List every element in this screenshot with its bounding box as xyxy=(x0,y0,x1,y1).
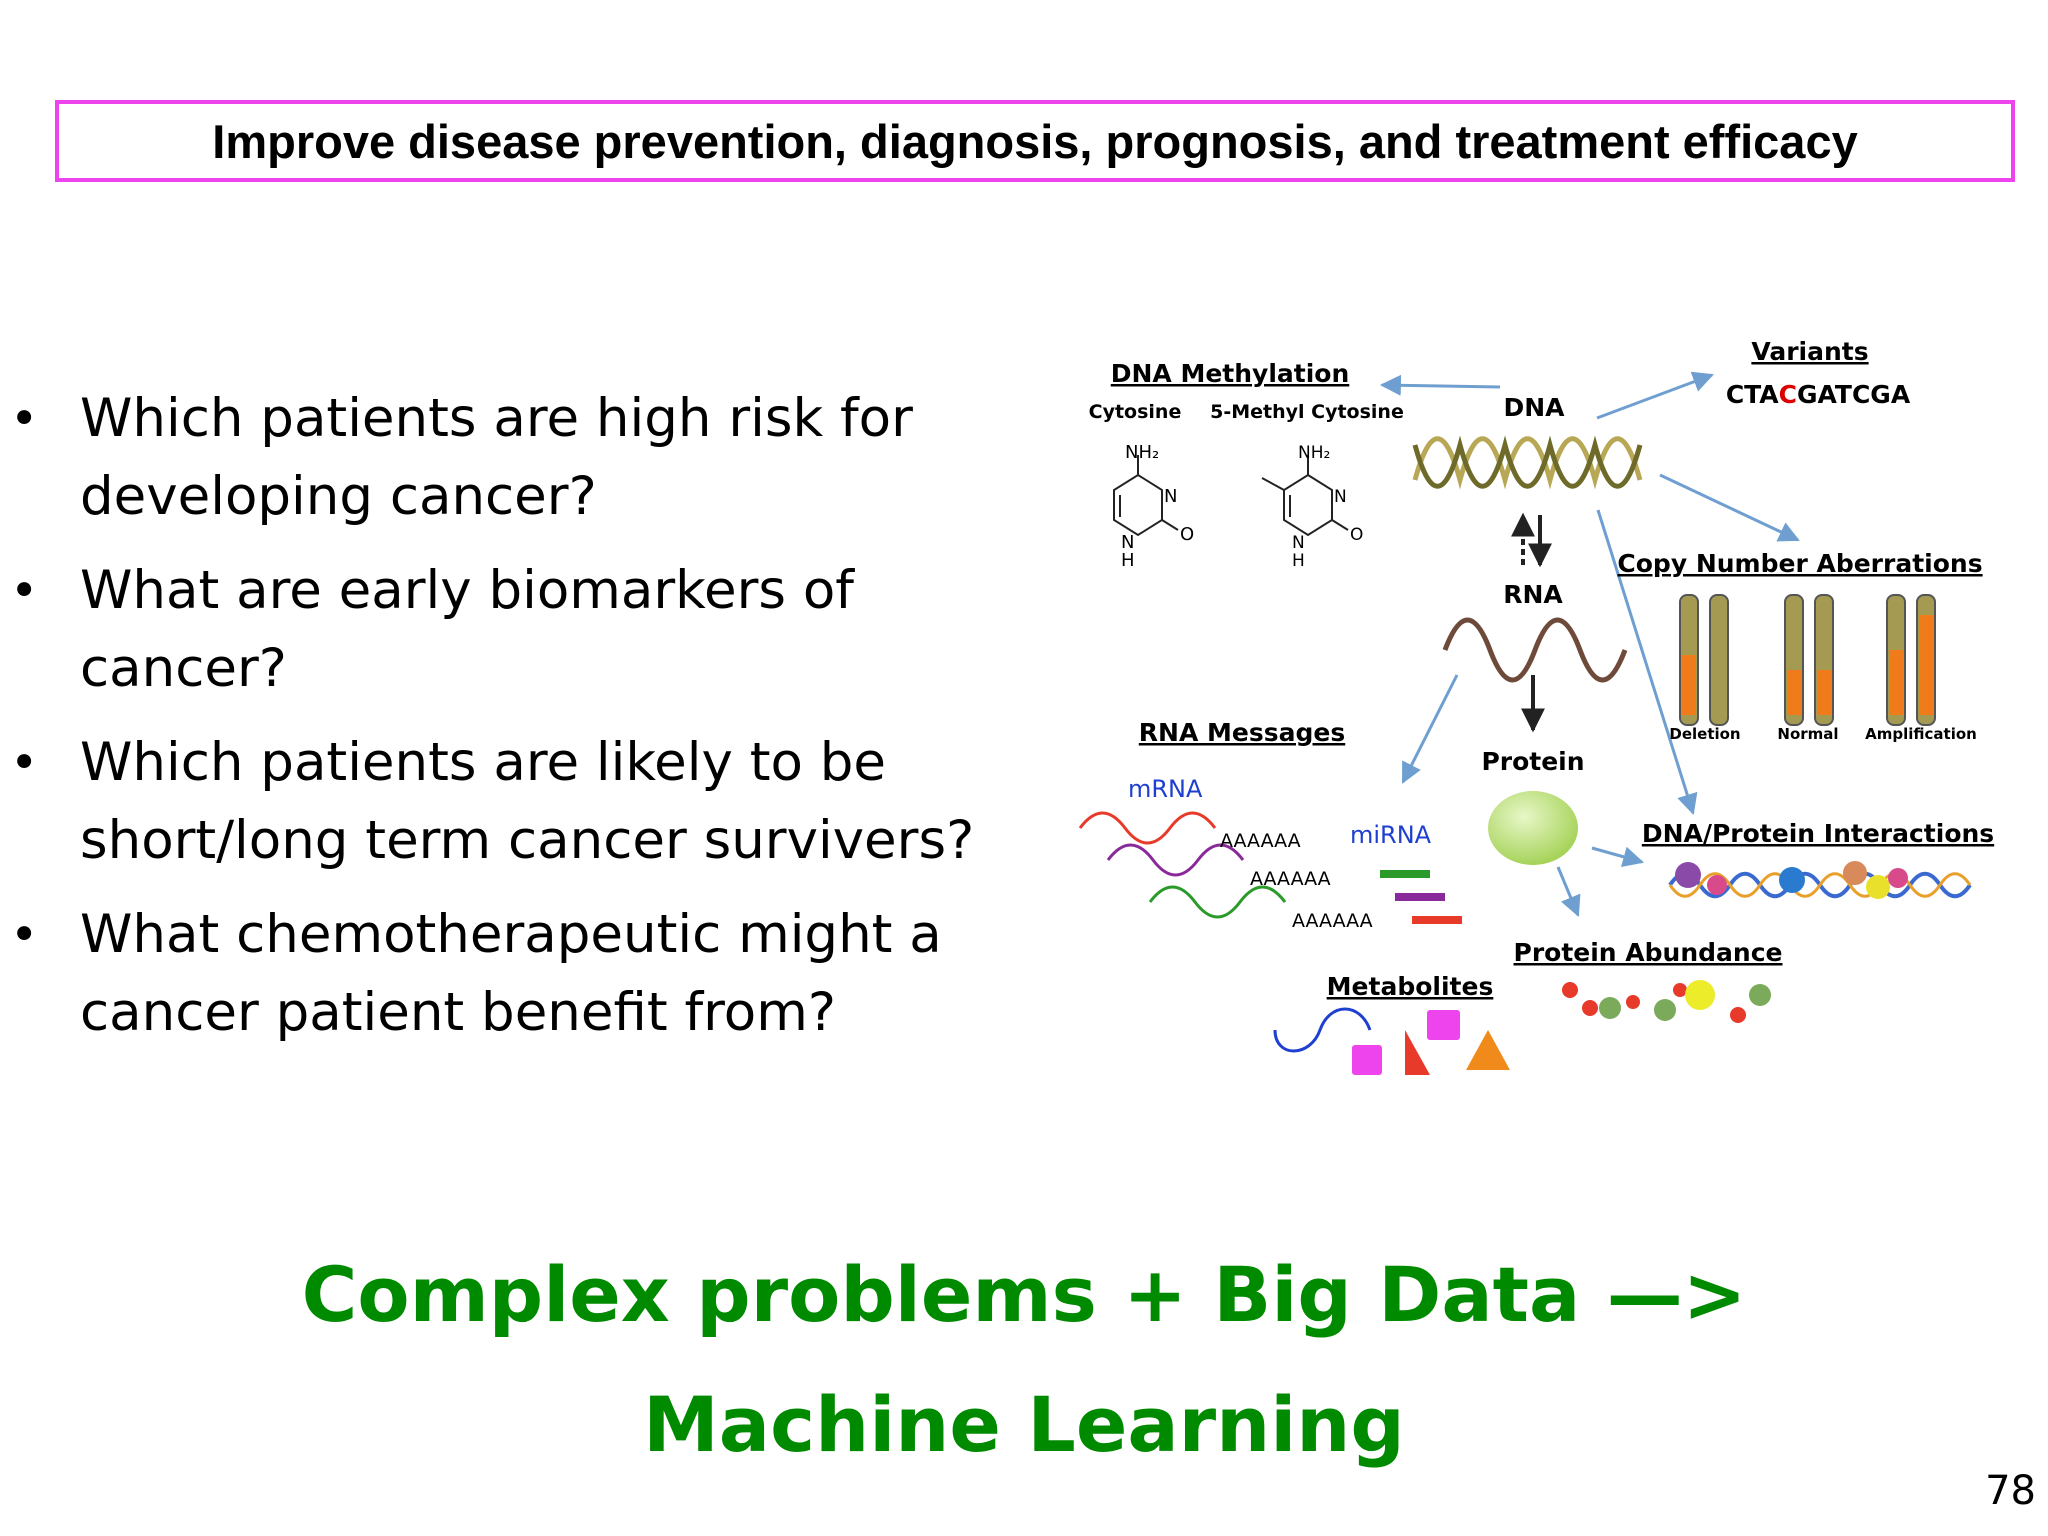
dna-protein-icon xyxy=(1668,861,1972,899)
mirna-label: miRNA xyxy=(1350,821,1432,849)
metabolites-label: Metabolites xyxy=(1327,972,1494,1001)
methyl-n3: N xyxy=(1334,487,1347,507)
omics-diagram-svg: DNA Methylation Cytosine 5-Methyl Cytosi… xyxy=(1078,337,1994,1075)
cytosine-n1: N xyxy=(1121,532,1134,553)
omics-diagram: DNA Methylation Cytosine 5-Methyl Cytosi… xyxy=(1070,330,2045,1100)
list-item: • What chemotherapeutic might a cancer p… xyxy=(0,896,1030,1052)
dna-helix-icon xyxy=(1412,435,1643,490)
cytosine-o: O xyxy=(1180,524,1194,545)
poly-a-tail-1: AAAAAA xyxy=(1220,830,1301,852)
variant-seq-a: CTA xyxy=(1726,380,1779,409)
arrow-to-methylation xyxy=(1379,374,1501,396)
arrow-to-dna-protein xyxy=(1596,509,1698,816)
mrna-strand-purple xyxy=(1106,843,1245,877)
dna-label: DNA xyxy=(1503,393,1565,422)
methyl-nh2: NH₂ xyxy=(1298,443,1330,463)
rna-messages-label: RNA Messages xyxy=(1139,718,1345,747)
arrow-to-rna-messages xyxy=(1401,674,1459,784)
question-list: • Which patients are high risk for devel… xyxy=(0,380,1030,1068)
list-item: • Which patients are high risk for devel… xyxy=(0,380,1030,536)
arrow-to-copy-number xyxy=(1659,473,1800,542)
arrow-to-dna-protein-interactions xyxy=(1591,846,1645,868)
normal-label: Normal xyxy=(1777,725,1838,743)
bullet-icon: • xyxy=(10,391,39,447)
banner-text: Improve disease prevention, diagnosis, p… xyxy=(212,114,1858,168)
mrna-label: mRNA xyxy=(1128,775,1203,803)
mirna-icon xyxy=(1380,870,1462,924)
protein-label: Protein xyxy=(1481,747,1584,776)
cytosine-nh2: NH₂ xyxy=(1125,442,1159,463)
poly-a-tail-2: AAAAAA xyxy=(1250,868,1331,890)
deletion-label: Deletion xyxy=(1669,725,1740,743)
variant-seq-c: GATCGA xyxy=(1797,380,1911,409)
methyl-n1: N xyxy=(1292,533,1305,553)
poly-a-tail-3: AAAAAA xyxy=(1292,910,1373,932)
protein-abundance-icon xyxy=(1562,980,1771,1023)
conclusion-line-2: Machine Learning xyxy=(643,1380,1405,1469)
title-banner: Improve disease prevention, diagnosis, p… xyxy=(55,100,2015,182)
copy-number-label: Copy Number Aberrations xyxy=(1617,549,1982,578)
mrna-strand-red xyxy=(1078,811,1217,845)
conclusion-line-1: Complex problems + Big Data —> xyxy=(301,1250,1747,1339)
protein-blob-icon xyxy=(1488,791,1578,865)
rna-label: RNA xyxy=(1503,580,1563,609)
metabolites-icon xyxy=(1273,1007,1510,1075)
question-text: Which patients are likely to be short/lo… xyxy=(80,732,975,871)
protein-abundance-label: Protein Abundance xyxy=(1514,938,1783,967)
list-item: • Which patients are likely to be short/… xyxy=(0,724,1030,880)
methyl-cytosine-label: 5-Methyl Cytosine xyxy=(1210,401,1404,423)
question-text: What are early biomarkers of cancer? xyxy=(80,560,854,699)
cytosine-label: Cytosine xyxy=(1089,401,1182,423)
mrna-strand-green xyxy=(1148,885,1287,919)
cytosine-molecule xyxy=(1113,455,1179,537)
copy-number-chromosomes xyxy=(1679,594,1936,726)
variant-seq-highlight: C xyxy=(1779,380,1797,409)
amplification-label: Amplification xyxy=(1865,725,1977,743)
question-text: What chemotherapeutic might a cancer pat… xyxy=(80,904,942,1043)
methyl-o: O xyxy=(1350,525,1363,545)
bullet-icon: • xyxy=(10,735,39,791)
arrow-to-protein-abundance xyxy=(1556,866,1581,917)
question-text: Which patients are high risk for develop… xyxy=(80,388,913,527)
cytosine-n3: N xyxy=(1164,486,1177,507)
bullet-icon: • xyxy=(10,563,39,619)
arrow-to-variants xyxy=(1596,371,1714,420)
methyl-h: H xyxy=(1292,551,1305,571)
methyl-cytosine-molecule xyxy=(1261,455,1349,537)
page-number: 78 xyxy=(1985,1468,2036,1514)
bullet-icon: • xyxy=(10,907,39,963)
cytosine-h: H xyxy=(1121,550,1135,571)
variants-label: Variants xyxy=(1751,337,1868,366)
variant-sequence: CTACGATCGA xyxy=(1726,380,1911,409)
dna-methylation-label: DNA Methylation xyxy=(1111,359,1350,388)
rna-strand-icon xyxy=(1442,617,1628,683)
dna-protein-label: DNA/Protein Interactions xyxy=(1642,819,1994,848)
list-item: • What are early biomarkers of cancer? xyxy=(0,552,1030,708)
